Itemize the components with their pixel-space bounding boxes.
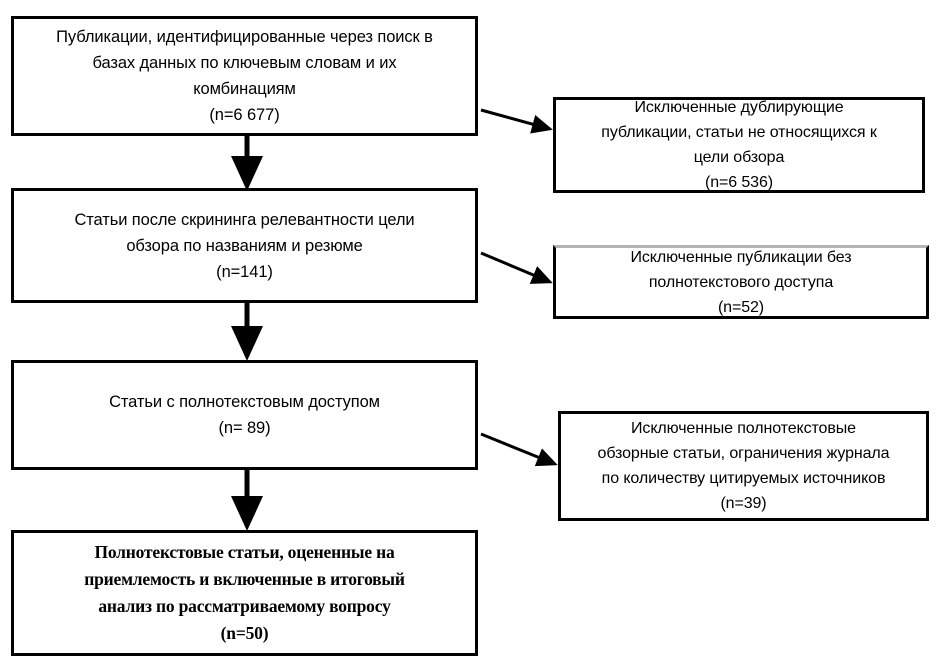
exclusion-duplicates-count: (n=6 536) — [704, 174, 774, 191]
stage-screening-line-1: Статьи после скрининга релевантности цел… — [74, 210, 415, 229]
arrow-to-excluded-duplicates — [480, 108, 553, 134]
exclusion-no-fulltext-count: (n=52) — [717, 298, 765, 316]
exclusion-reviews-line-3: по количеству цитируемых источников — [601, 470, 886, 487]
arrow-to-excluded-no-fulltext — [480, 251, 553, 284]
stage-included-line-2: приемлемость и включенные в итоговый — [84, 569, 405, 589]
exclusion-box-reviews: Исключенные полнотекстовые обзорные стат… — [558, 411, 929, 521]
exclusion-duplicates-line-2: публикации, статьи не относящихся к — [601, 124, 877, 141]
stage-box-fulltext: Статьи с полнотекстовым доступом (n= 89) — [11, 360, 478, 470]
stage-fulltext-line-1: Статьи с полнотекстовым доступом — [109, 393, 380, 411]
stage-fulltext-count: (n= 89) — [218, 419, 271, 437]
exclusion-box-no-fulltext: Исключенные публикации без полнотекстово… — [553, 245, 929, 319]
stage-identification-line-3: комбинациям — [193, 80, 296, 98]
stage-box-identification: Публикации, идентифицированные через пои… — [11, 16, 478, 136]
exclusion-no-fulltext-line-2: полнотекстового доступа — [648, 273, 834, 291]
stage-screening-count: (n=141) — [216, 262, 273, 281]
exclusion-duplicates-line-1: Исключенные дублирующие — [634, 99, 844, 116]
exclusion-reviews-count: (n=39) — [720, 495, 767, 512]
exclusion-duplicates-line-3: цели обзора — [693, 149, 785, 166]
stage-included-line-1: Полнотекстовые статьи, оцененные на — [94, 542, 395, 562]
stage-box-screening: Статьи после скрининга релевантности цел… — [11, 188, 478, 303]
stage-screening-line-2: обзора по названиям и резюме — [126, 236, 363, 255]
stage-included-count: (n=50) — [220, 623, 269, 643]
arrow-to-excluded-reviews — [480, 432, 558, 467]
stage-identification-line-1: Публикации, идентифицированные через пои… — [56, 28, 433, 46]
stage-box-included: Полнотекстовые статьи, оцененные на прие… — [11, 530, 478, 656]
stage-included-line-3: анализ по рассматриваемому вопросу — [98, 596, 391, 616]
exclusion-reviews-line-1: Исключенные полнотекстовые — [631, 420, 856, 437]
exclusion-box-duplicates: Исключенные дублирующие публикации, стат… — [553, 97, 925, 193]
exclusion-reviews-line-2: обзорные статьи, ограничения журнала — [597, 445, 890, 462]
exclusion-no-fulltext-line-1: Исключенные публикации без — [630, 248, 852, 266]
stage-identification-count: (n=6 677) — [209, 106, 280, 124]
stage-identification-line-2: базах данных по ключевым словам и их — [92, 54, 397, 72]
